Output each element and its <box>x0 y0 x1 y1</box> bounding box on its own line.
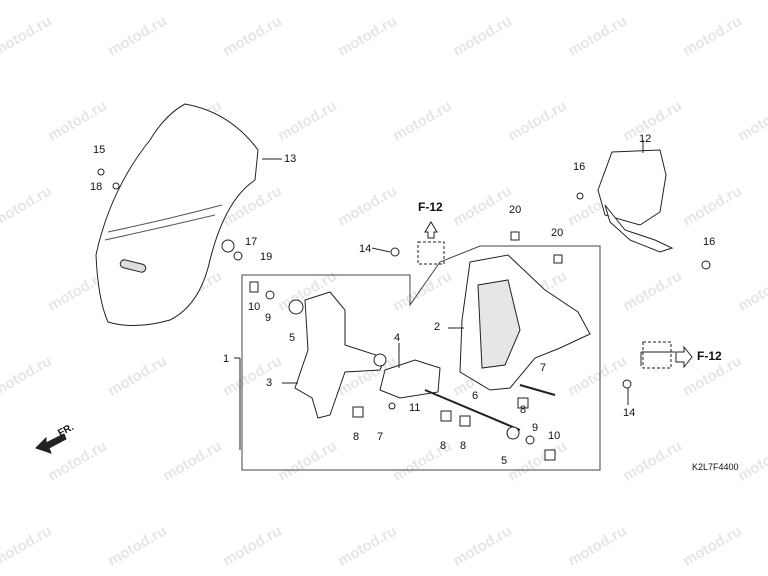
part-label-3: 3 <box>266 377 273 389</box>
washer-9-b <box>525 435 535 445</box>
part-label-10: 10 <box>248 301 261 313</box>
bolt-10-b <box>544 449 556 461</box>
ref-label-top: F-12 <box>418 200 443 214</box>
collar-8-d <box>517 397 529 409</box>
bolt-14-a <box>390 247 400 257</box>
collar-8-b <box>440 410 452 422</box>
part-label-20: 20 <box>551 227 564 239</box>
collar-8-c <box>459 415 471 427</box>
bolt-5-right <box>506 426 520 440</box>
part-label-11: 11 <box>409 402 421 414</box>
cover-12-mount <box>604 204 674 253</box>
part-label-12: 12 <box>639 133 652 145</box>
bolt-16-a <box>576 192 584 200</box>
part-label-9: 9 <box>532 422 539 434</box>
shaft-7-right <box>519 384 556 396</box>
part-label-6: 6 <box>472 390 479 402</box>
part-label-16: 16 <box>573 161 586 173</box>
washer-19 <box>233 251 243 261</box>
windscreen-13 <box>95 103 259 326</box>
nut-20-a <box>510 231 520 241</box>
part-label-2: 2 <box>434 321 441 333</box>
nut-20-b <box>553 254 563 264</box>
part-label-14: 14 <box>359 243 372 255</box>
part-label-8: 8 <box>440 440 447 452</box>
part-label-17: 17 <box>245 236 258 248</box>
ref-box-top <box>417 241 445 265</box>
part-label-4: 4 <box>394 332 401 344</box>
ref-box-right <box>642 341 672 369</box>
link-4 <box>379 359 441 399</box>
bolt-5-left <box>288 299 304 315</box>
part-label-13: 13 <box>284 153 297 165</box>
part-label-5: 5 <box>289 332 296 344</box>
part-label-1: 1 <box>223 353 230 365</box>
windscreen-stripe <box>104 204 223 241</box>
bolt-14-b <box>622 379 632 389</box>
part-label-14: 14 <box>623 407 636 419</box>
shaft-6 <box>424 389 521 431</box>
part-label-8: 8 <box>520 404 527 416</box>
part-label-8: 8 <box>460 440 467 452</box>
part-label-7: 7 <box>377 431 384 443</box>
bracket-outline-1 <box>241 245 601 471</box>
bolt-15 <box>97 168 105 176</box>
bracket-2-inner <box>477 279 521 369</box>
stay-3 <box>294 291 386 419</box>
part-label-19: 19 <box>260 251 273 263</box>
diagram-code: K2L7F4400 <box>692 462 739 472</box>
washer-9-a <box>265 290 275 300</box>
fr-arrow <box>35 433 67 454</box>
nut-right <box>373 353 387 367</box>
part-label-9: 9 <box>265 312 272 324</box>
ref-label-right: F-12 <box>697 349 722 363</box>
collar-8-a <box>352 406 364 418</box>
part-label-7: 7 <box>540 362 547 374</box>
part-label-10: 10 <box>548 430 561 442</box>
cover-12 <box>597 149 667 226</box>
part-label-5: 5 <box>501 455 508 467</box>
part-label-18: 18 <box>90 181 103 193</box>
clip-11 <box>388 402 396 410</box>
bolt-10-a <box>249 281 259 293</box>
windscreen-slot <box>119 259 147 273</box>
part-label-8: 8 <box>353 431 360 443</box>
washer-18 <box>112 182 120 190</box>
ref-arrow-up <box>424 221 438 239</box>
part-label-16: 16 <box>703 236 716 248</box>
ref-arrow-right <box>675 345 693 369</box>
grommet-17 <box>221 239 235 253</box>
bolt-16-b <box>701 260 711 270</box>
part-label-15: 15 <box>93 144 106 156</box>
part-label-20: 20 <box>509 204 522 216</box>
